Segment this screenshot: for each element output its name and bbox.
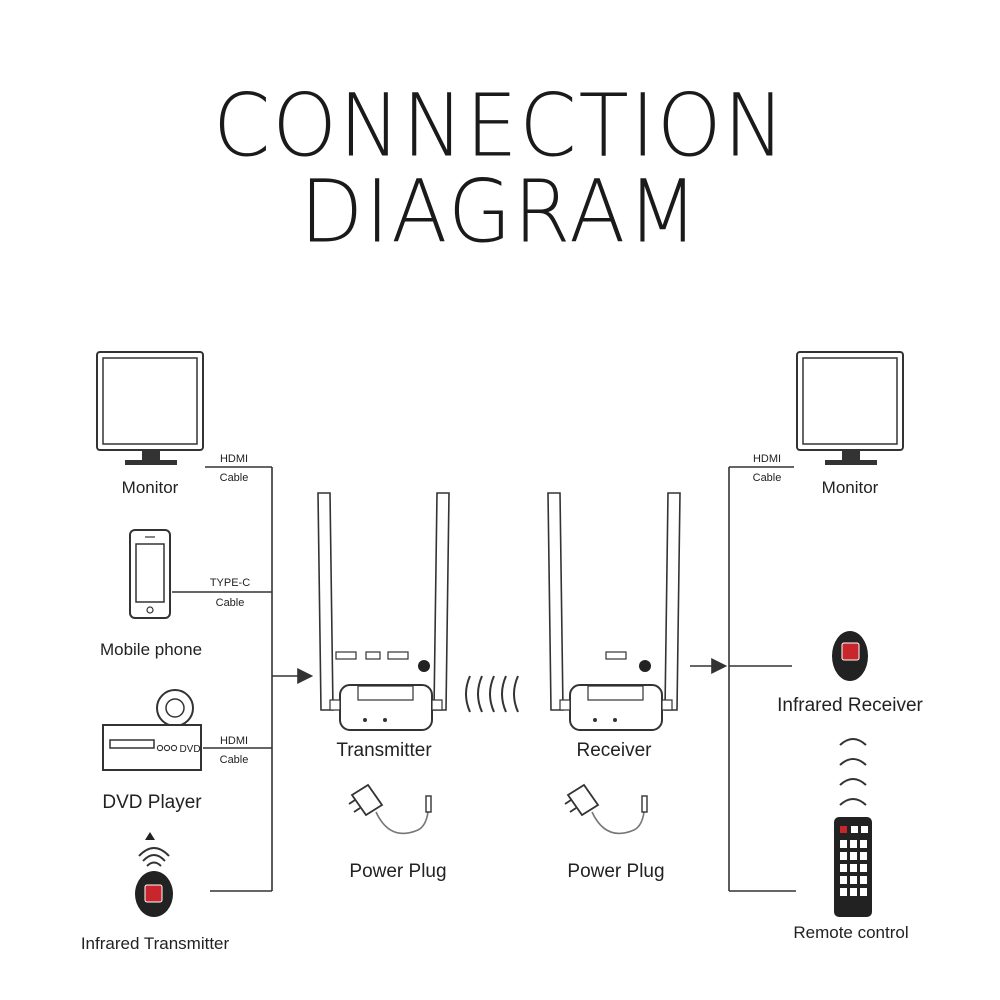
dvd-player-label: DVD Player <box>102 792 202 813</box>
receiver-label: Receiver <box>577 740 653 761</box>
dvd-logo-text: DVD <box>179 744 200 755</box>
hdmi-cable-1-line1: HDMI <box>220 453 248 465</box>
right-monitor-label: Monitor <box>822 478 879 497</box>
right-hdmi-cable-line1: HDMI <box>753 453 781 465</box>
right-monitor-icon <box>796 351 904 465</box>
typec-cable-line1: TYPE-C <box>210 577 250 589</box>
transmitter-device-icon <box>317 492 450 731</box>
remote-control-label: Remote control <box>793 923 908 942</box>
typec-cable-line2: Cable <box>216 597 245 609</box>
right-hdmi-cable-line2: Cable <box>753 472 782 484</box>
hdmi-cable-2-line2: Cable <box>220 754 249 766</box>
remote-control-icon <box>834 817 872 917</box>
power-plug-1-icon <box>348 783 432 835</box>
infrared-receiver-icon <box>832 631 868 681</box>
wireless-signal-icon <box>465 675 519 713</box>
infrared-signal-icon <box>839 738 867 806</box>
dvd-player-icon <box>102 689 202 771</box>
transmitter-label: Transmitter <box>336 740 432 761</box>
infrared-receiver-label: Infrared Receiver <box>777 695 923 716</box>
mobile-phone-icon <box>129 529 171 619</box>
mobile-phone-label: Mobile phone <box>100 640 202 659</box>
hdmi-cable-1-line2: Cable <box>220 472 249 484</box>
hdmi-cable-2-line1: HDMI <box>220 735 248 747</box>
power-plug-2-icon <box>564 783 648 835</box>
receiver-device-icon <box>547 492 681 731</box>
power-plug-1-label: Power Plug <box>349 861 446 882</box>
left-monitor-label: Monitor <box>122 478 179 497</box>
left-monitor-icon <box>96 351 204 465</box>
infrared-transmitter-icon <box>135 832 173 917</box>
diagram-title: CONNECTION DIAGRAM <box>213 76 787 263</box>
power-plug-2-label: Power Plug <box>567 861 664 882</box>
infrared-transmitter-label: Infrared Transmitter <box>81 934 230 953</box>
